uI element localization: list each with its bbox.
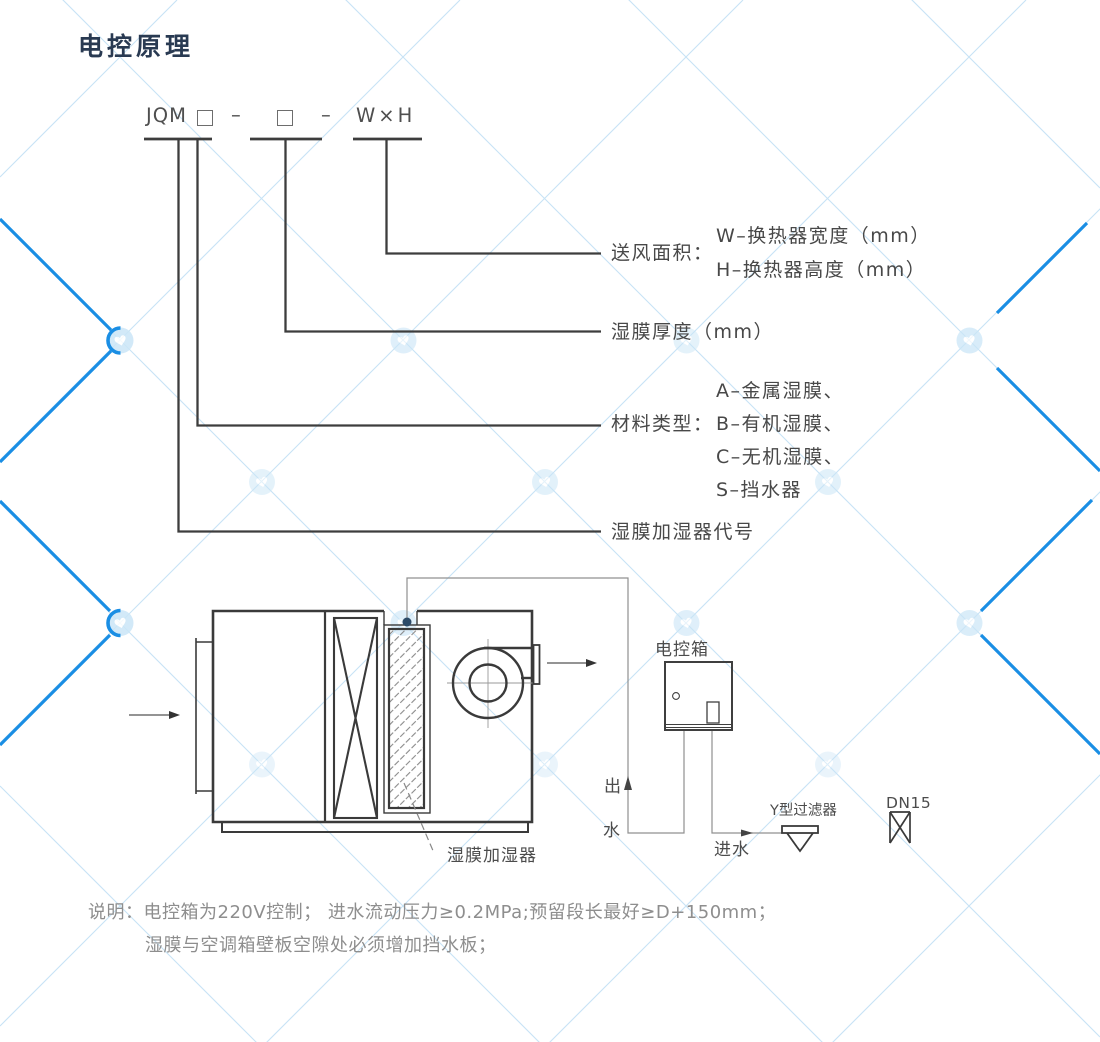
y-strainer-icon xyxy=(781,825,819,853)
model-code-separator-1: – xyxy=(231,103,242,126)
notes-line2: 湿膜与空调箱壁板空隙处必须增加挡水板； xyxy=(145,935,497,956)
wet-membrane-icon xyxy=(387,627,426,810)
control-box-knob xyxy=(672,692,680,700)
fan-icon xyxy=(447,639,541,728)
water-out-label-char1: 出 xyxy=(604,777,621,797)
legend-material-item-c: C–无机湿膜、 xyxy=(716,446,845,468)
inlet-arrow-icon xyxy=(129,711,180,719)
control-box-icon xyxy=(664,661,733,731)
model-placeholder-box-2 xyxy=(277,110,293,126)
model-code-separator-2: – xyxy=(321,103,332,126)
legend-material-item-b: B–有机湿膜、 xyxy=(716,413,845,435)
valve-icon xyxy=(889,811,911,844)
membrane-leader-line xyxy=(403,782,435,854)
legend-supply-air-w: W–换热器宽度（mm） xyxy=(716,225,931,247)
legend-supply-air-h: H–换热器高度（mm） xyxy=(716,259,927,281)
control-wire-outlet-pipe xyxy=(406,577,685,834)
notes-line1: 说明：电控箱为220V控制； 进水流动压力≥0.2MPa;预留段长最好≥D+15… xyxy=(88,902,777,923)
legend-humidifier-code: 湿膜加湿器代号 xyxy=(611,521,755,543)
water-out-label-char2: 水 xyxy=(603,821,620,841)
model-code-suffix: W×H xyxy=(356,104,416,127)
filter-icon xyxy=(332,616,379,820)
legend-membrane-thickness: 湿膜厚度（mm） xyxy=(611,321,775,343)
model-code-leader-lines xyxy=(144,137,601,533)
control-box-panel xyxy=(706,701,720,724)
strainer-label: Y型过滤器 xyxy=(770,803,837,819)
model-placeholder-box-1 xyxy=(197,110,213,126)
model-code-prefix: JQM xyxy=(146,104,187,127)
sensor-dot xyxy=(402,617,412,627)
page-title: 电控原理 xyxy=(78,32,195,61)
humidifier-label: 湿膜加湿器 xyxy=(447,846,537,866)
legend-material-label: 材料类型： xyxy=(611,413,714,435)
valve-size-label: DN15 xyxy=(886,794,932,812)
ahu-base xyxy=(221,821,529,833)
watermark-logos xyxy=(107,327,983,778)
watermark-accent-lines xyxy=(0,217,1100,756)
wire-and-pipes xyxy=(406,577,782,837)
water-out-arrow-icon xyxy=(624,776,632,790)
water-in-arrow-icon xyxy=(741,829,753,837)
control-box-label: 电控箱 xyxy=(655,640,709,660)
legend-supply-air-label: 送风面积： xyxy=(611,242,714,264)
outlet-flange xyxy=(532,644,541,685)
legend-material-item-s: S–挡水器 xyxy=(716,479,803,501)
inlet-pipe xyxy=(711,730,782,834)
water-in-label: 进水 xyxy=(714,840,750,860)
ahu-unit xyxy=(129,609,597,854)
ahu-inlet-flange xyxy=(195,638,213,794)
legend-material-item-a: A–金属湿膜、 xyxy=(716,380,844,402)
outlet-arrow-icon xyxy=(547,659,597,667)
